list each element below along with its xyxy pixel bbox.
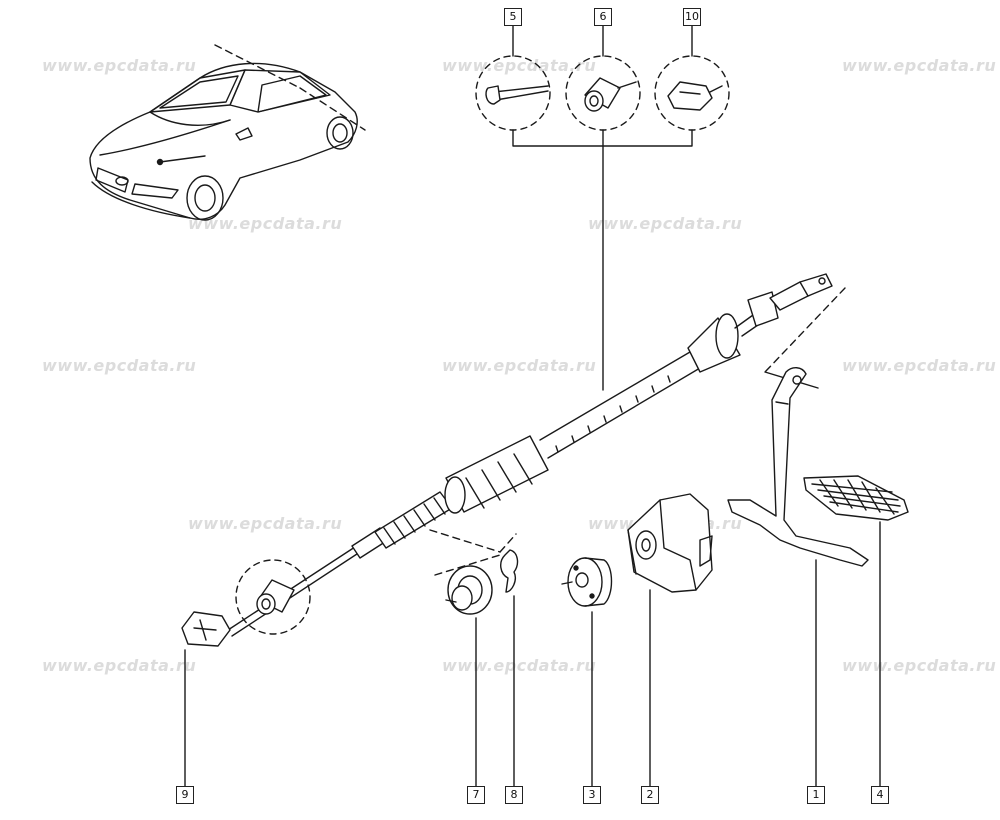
watermark: www.epcdata.ru bbox=[442, 56, 597, 75]
watermark: www.epcdata.ru bbox=[588, 214, 743, 233]
watermark: www.epcdata.ru bbox=[842, 56, 997, 75]
callout-4: 4 bbox=[871, 786, 889, 804]
callout-5: 5 bbox=[504, 8, 522, 26]
retaining-clip bbox=[500, 549, 519, 593]
detail-sleeve bbox=[565, 55, 641, 131]
pedal-bracket bbox=[627, 493, 713, 593]
bush bbox=[445, 565, 493, 615]
clutch-pedal-lever bbox=[727, 367, 869, 567]
clutch-cable bbox=[227, 273, 846, 637]
watermark: www.epcdata.ru bbox=[442, 356, 597, 375]
watermark: www.epcdata.ru bbox=[42, 356, 197, 375]
detail-bolt bbox=[475, 55, 551, 131]
callout-2: 2 bbox=[641, 786, 659, 804]
pedal-bush bbox=[561, 557, 613, 607]
callout-10: 10 bbox=[683, 8, 701, 26]
callout-6: 6 bbox=[594, 8, 612, 26]
watermark: www.epcdata.ru bbox=[188, 514, 343, 533]
end-clip bbox=[181, 611, 231, 647]
callout-9: 9 bbox=[176, 786, 194, 804]
callout-3: 3 bbox=[583, 786, 601, 804]
detail-cable-sleeve bbox=[235, 559, 311, 635]
pedal-pad bbox=[803, 475, 909, 521]
car-illustration bbox=[89, 44, 366, 221]
callout-7: 7 bbox=[467, 786, 485, 804]
watermark: www.epcdata.ru bbox=[842, 356, 997, 375]
callout-1: 1 bbox=[807, 786, 825, 804]
watermark: www.epcdata.ru bbox=[442, 656, 597, 675]
watermark: www.epcdata.ru bbox=[42, 56, 197, 75]
watermark: www.epcdata.ru bbox=[188, 214, 343, 233]
detail-clip bbox=[654, 55, 730, 131]
watermark: www.epcdata.ru bbox=[42, 656, 197, 675]
callout-8: 8 bbox=[505, 786, 523, 804]
